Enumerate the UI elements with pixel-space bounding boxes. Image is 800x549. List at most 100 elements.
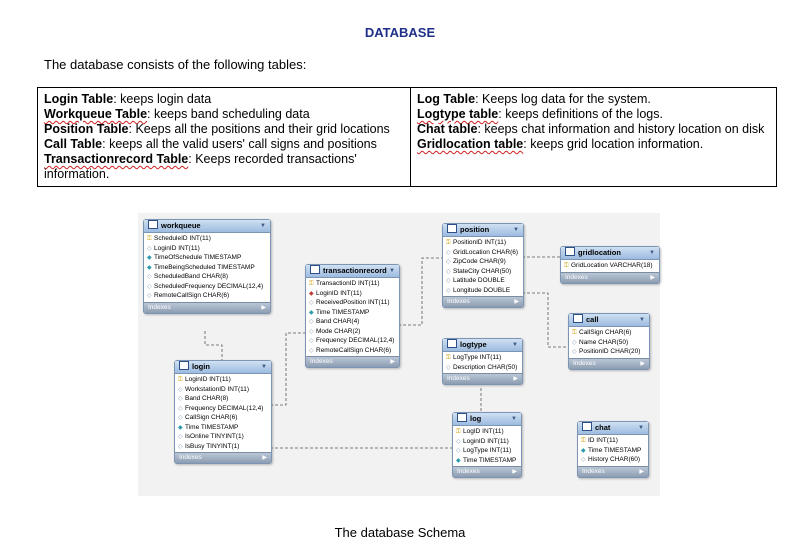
chevron-down-icon[interactable]: ▼ [389,268,395,274]
column-text: GridLocation VARCHAR(18) [571,262,653,269]
column-text: LoginID INT(11) [316,289,362,297]
column-row: ◇Frequency DECIMAL(12,4) [178,404,268,414]
intro-text: The database consists of the following t… [44,57,307,72]
expand-arrow-icon[interactable]: ▶ [650,274,655,281]
table-header[interactable]: position▼ [443,224,523,237]
indexes-bar[interactable]: Indexes▶ [569,357,649,369]
indexes-bar[interactable]: Indexes▶ [443,296,523,307]
column-text: Band CHAR(4) [316,318,360,325]
column-text: LogType INT(11) [453,354,502,361]
table-header[interactable]: logtype▼ [443,339,522,352]
diamond-icon: ◆ [456,457,461,464]
chevron-down-icon[interactable]: ▼ [261,364,267,370]
column-list: ⚿GridLocation VARCHAR(18) [561,260,659,272]
key-icon: ⚿ [309,281,314,287]
right_cell-line: Logtype table: keeps definitions of the … [417,107,770,122]
expand-arrow-icon[interactable]: ▶ [512,469,517,475]
column-text: PositionID CHAR(20) [579,348,641,355]
column-row: ◇LoginID INT(11) [147,244,267,254]
diamond-icon: ◇ [446,259,451,265]
column-text: ID INT(11) [588,437,618,444]
expand-arrow-icon[interactable]: ▶ [261,304,266,311]
table-header[interactable]: login▼ [175,361,271,374]
chevron-down-icon[interactable]: ▼ [260,223,266,229]
table-header[interactable]: chat▼ [578,422,648,435]
column-row: ◆TimeOfSchedule TIMESTAMP [147,253,267,263]
column-row: ◇Latitude DOUBLE [446,276,520,286]
indexes-bar[interactable]: Indexes▶ [175,452,271,463]
table-login[interactable]: login▼⚿LoginID INT(11)◇WorkstationID INT… [174,360,272,464]
chevron-down-icon[interactable]: ▼ [512,342,518,348]
indexes-bar[interactable]: Indexes▶ [144,301,270,313]
chevron-down-icon[interactable]: ▼ [511,416,517,422]
column-row: ◆Time TIMESTAMP [309,308,396,318]
diamond-icon: ◆ [309,309,314,316]
column-text: Time TIMESTAMP [316,308,370,316]
column-row: ◆Time TIMESTAMP [456,456,518,466]
column-text: IsOnline TINYINT(1) [185,433,244,440]
chevron-down-icon[interactable]: ▼ [639,317,645,323]
key-icon: ⚿ [456,429,461,435]
column-text: CallSign CHAR(6) [185,414,238,421]
table-name: Gridlocation table [417,137,524,151]
table-name: Workqueue Table [44,107,148,121]
table-icon [565,247,575,256]
chevron-down-icon[interactable]: ▼ [638,425,644,431]
description-cell-right: Log Table: Keeps log data for the system… [410,87,777,187]
table-icon [447,224,457,233]
column-row: ◇ScheduledBand CHAR(8) [147,272,267,282]
column-text: ScheduledFrequency DECIMAL(12,4) [154,282,264,290]
table-log[interactable]: log▼⚿LogID INT(11)◇LoginID INT(11)◇LogTy… [452,412,522,478]
table-position[interactable]: position▼⚿PositionID INT(11)◇GridLocatio… [442,223,524,308]
column-text: History CHAR(60) [588,456,641,463]
indexes-bar[interactable]: Indexes▶ [453,466,521,477]
diamond-icon: ◇ [178,405,183,412]
column-row: ◇PositionID CHAR(20) [572,347,646,357]
table-logtype[interactable]: logtype▼⚿LogType INT(11)◇Description CHA… [442,338,523,385]
right_cell-line: Log Table: Keeps log data for the system… [417,92,770,107]
column-row: ⚿LogType INT(11) [446,353,519,363]
column-text: Frequency DECIMAL(12,4) [185,404,264,412]
expand-arrow-icon[interactable]: ▶ [390,359,395,365]
expand-arrow-icon[interactable]: ▶ [513,376,518,382]
chevron-down-icon[interactable]: ▼ [513,227,519,233]
column-list: ⚿LoginID INT(11)◇WorkstationID INT(11)◇B… [175,374,271,452]
table-chat[interactable]: chat▼⚿ID INT(11)◆Time TIMESTAMP◇History … [577,421,649,478]
diamond-icon: ◇ [572,349,577,355]
expand-arrow-icon[interactable]: ▶ [514,299,519,305]
expand-arrow-icon[interactable]: ▶ [640,360,645,367]
column-row: ◇Band CHAR(8) [178,394,268,404]
key-icon: ⚿ [446,355,451,361]
column-text: Time TIMESTAMP [463,456,517,464]
indexes-bar[interactable]: Indexes▶ [306,356,399,367]
table-header[interactable]: call▼ [569,314,649,327]
chevron-down-icon[interactable]: ▼ [649,250,655,256]
indexes-bar[interactable]: Indexes▶ [561,271,659,283]
table-header[interactable]: workqueue▼ [144,220,270,233]
table-workqueue[interactable]: workqueue▼⚿ScheduleID INT(11)◇LoginID IN… [143,219,271,314]
table-header[interactable]: transactionrecord▼ [306,265,399,278]
column-row: ⚿LogID INT(11) [456,427,518,437]
column-text: LoginID INT(11) [463,437,509,445]
expand-arrow-icon[interactable]: ▶ [639,468,644,475]
diamond-icon: ◆ [147,264,152,271]
diamond-icon: ◇ [147,293,152,299]
table-call[interactable]: call▼⚿CallSign CHAR(6)◇Name CHAR(50)◇Pos… [568,313,650,370]
table-icon [179,361,189,370]
indexes-bar[interactable]: Indexes▶ [443,373,522,384]
column-text: ZipCode CHAR(9) [453,258,506,265]
column-row: ◇LogType INT(11) [456,446,518,456]
table-gridlocation[interactable]: gridlocation▼⚿GridLocation VARCHAR(18)In… [560,246,660,284]
column-list: ⚿CallSign CHAR(6)◇Name CHAR(50)◇Position… [569,327,649,358]
diamond-icon: ◇ [446,268,451,275]
indexes-bar[interactable]: Indexes▶ [578,465,648,477]
column-row: ◇StateCity CHAR(50) [446,267,520,277]
table-description: : keeps band scheduling data [147,107,310,121]
table-header[interactable]: log▼ [453,413,521,426]
table-transactionrecord[interactable]: transactionrecord▼⚿TransactionID INT(11)… [305,264,400,368]
table-header[interactable]: gridlocation▼ [561,247,659,260]
column-row: ◇Mode CHAR(2) [309,327,396,337]
expand-arrow-icon[interactable]: ▶ [262,455,267,461]
column-list: ⚿PositionID INT(11)◇GridLocation CHAR(6)… [443,237,523,296]
